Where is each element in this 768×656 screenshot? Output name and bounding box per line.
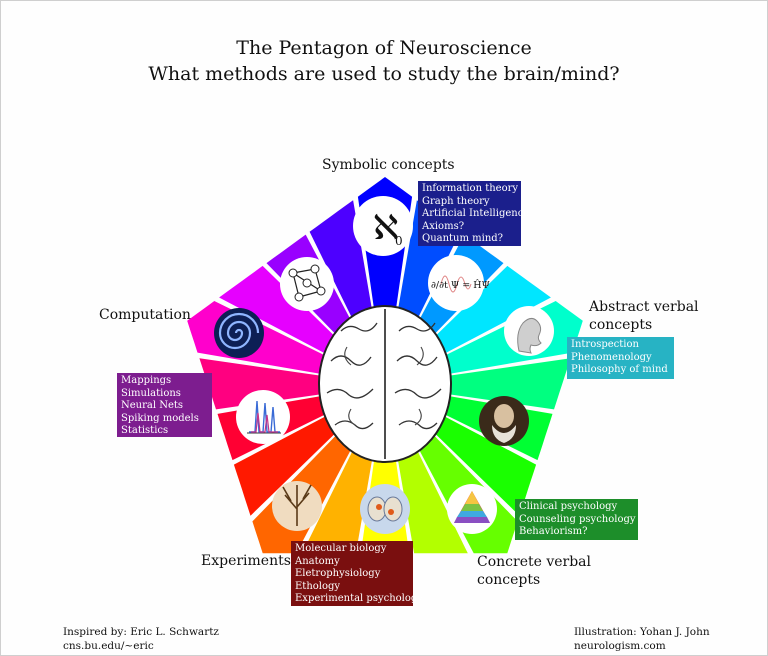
credit-illustration-url: neurologism.com <box>574 640 666 652</box>
pentagon-wedge <box>199 358 326 410</box>
pentagon-wedge <box>219 265 342 357</box>
aleph-icon: ℵ <box>373 208 398 248</box>
box-item: Eletrophysiology <box>295 568 381 579</box>
box-item: Information theory <box>422 183 519 194</box>
pentagon-wedge <box>428 265 551 357</box>
pentagon-wedge <box>428 413 537 516</box>
box-item: Philosophy of mind <box>571 364 668 375</box>
pentagon-wedge <box>395 438 468 554</box>
label-symbolic-concepts: Symbolic concepts <box>322 157 455 173</box>
box-item: Ethology <box>295 580 341 592</box>
box-item: Statistics <box>121 425 169 436</box>
box-symbolic-methods: Information theory Graph theory Artifici… <box>418 181 530 246</box>
pyramid-icon <box>447 484 497 534</box>
spiral-galaxy-icon <box>214 308 264 358</box>
label-computation: Computation <box>99 307 191 323</box>
svg-text:∂/∂t Ψ = ĤΨ: ∂/∂t Ψ = ĤΨ <box>431 279 490 291</box>
label-abstract-verbal-line-2: concepts <box>589 317 653 333</box>
label-abstract-verbal-line-1: Abstract verbal <box>589 299 699 315</box>
title-line-2: What methods are used to study the brain… <box>148 63 620 85</box>
label-concrete-verbal-line-2: concepts <box>477 572 541 588</box>
title-line-1: The Pentagon of Neuroscience <box>236 37 532 59</box>
credit-illustration: Illustration: Yohan J. John <box>574 626 710 638</box>
box-item: Clinical psychology <box>519 501 618 512</box>
aleph-subscript: 0 <box>395 234 403 248</box>
box-item: Spiking models <box>121 412 199 424</box>
pentagon-wedge <box>233 413 342 516</box>
spike-plot-icon <box>236 390 290 444</box>
box-item: Molecular biology <box>295 543 387 554</box>
portrait-icon <box>479 396 529 446</box>
box-item: Counseling psychology <box>519 513 636 525</box>
pentagon-wedge <box>444 358 571 410</box>
brain-scan-icon <box>360 484 410 534</box>
credit-inspired-by: Inspired by: Eric L. Schwartz <box>63 626 219 638</box>
schrodinger-equation-icon: ∂/∂t Ψ = ĤΨ <box>428 255 490 311</box>
box-abstract-methods: Introspection Phenomenology Philosophy o… <box>567 337 674 379</box>
label-concrete-verbal-line-1: Concrete verbal <box>477 554 592 570</box>
box-item: Mappings <box>121 375 172 386</box>
box-item: Anatomy <box>295 555 340 567</box>
box-item: Phenomenology <box>571 351 652 363</box>
box-item: Neural Nets <box>121 400 184 411</box>
box-item: Quantum mind? <box>422 233 504 244</box>
box-experiments-methods: Molecular biology Anatomy Eletrophysiolo… <box>291 541 423 606</box>
box-computation-methods: Mappings Simulations Neural Nets Spiking… <box>117 373 212 437</box>
graph-network-icon <box>280 257 334 311</box>
neuron-tree-icon <box>272 481 322 531</box>
pentagon-wedge <box>302 438 375 554</box>
method-icons: ℵ 0 ∂/∂t Ψ = ĤΨ <box>214 196 554 534</box>
box-concrete-methods: Clinical psychology Counseling psycholog… <box>515 499 638 540</box>
box-item: Introspection <box>571 339 639 350</box>
box-item: Graph theory <box>422 195 490 207</box>
box-item: Simulations <box>121 387 181 399</box>
box-item: Axioms? <box>422 220 465 232</box>
box-item: Behaviorism? <box>519 526 588 537</box>
head-statue-icon <box>504 306 554 356</box>
box-item: Experimental psychology <box>295 593 423 604</box>
box-item: Artificial Intelligence <box>422 208 530 219</box>
label-experiments: Experiments <box>201 553 291 569</box>
brain-illustration <box>318 305 452 463</box>
credit-inspired-url: cns.bu.edu/~eric <box>63 640 154 652</box>
